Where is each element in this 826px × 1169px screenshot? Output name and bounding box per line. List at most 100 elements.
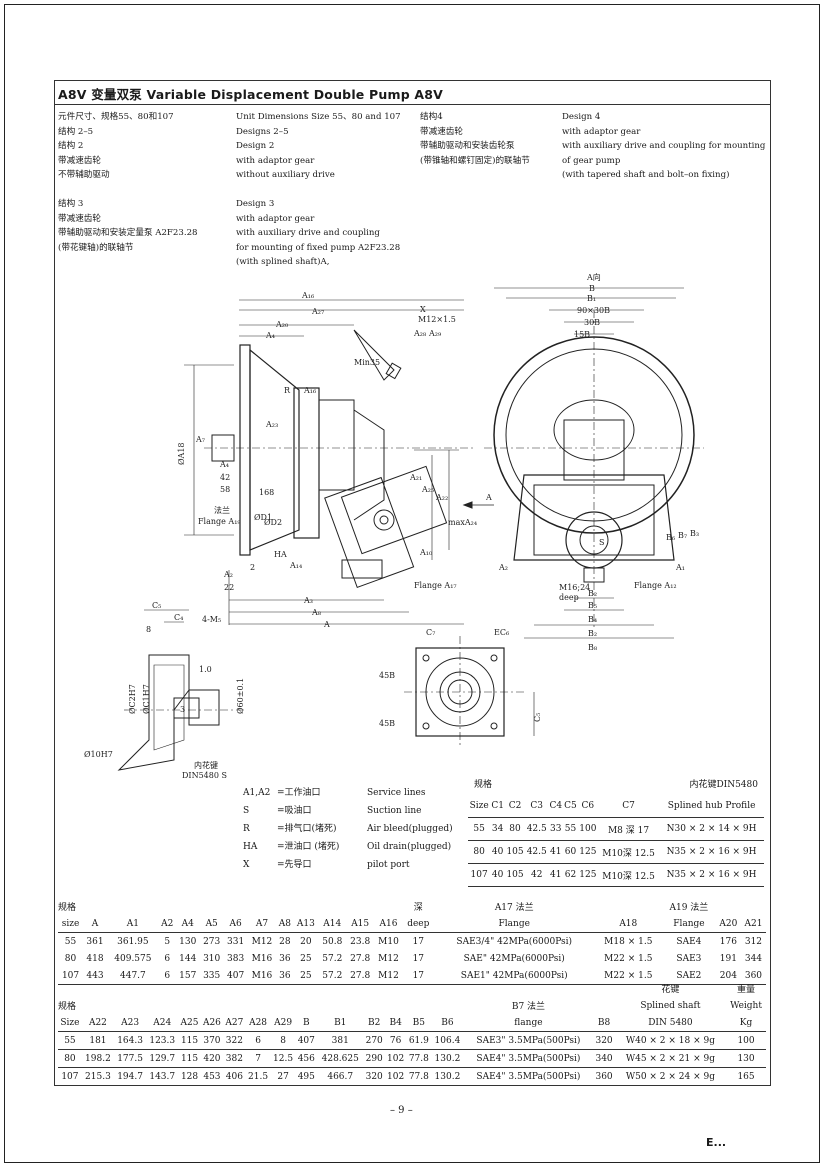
label-30b: 30B	[584, 318, 600, 327]
label-58: 58	[220, 485, 230, 494]
label-22: 22	[224, 583, 234, 592]
label-a8: A₈	[311, 608, 321, 617]
label-flange-a19: Flange A₁₉	[198, 517, 241, 526]
page-border	[4, 4, 820, 1163]
label-min35: Min35	[354, 358, 380, 367]
label-c5: C₅	[152, 601, 161, 610]
label-c5-flange: C₅	[533, 713, 542, 722]
flange-view	[404, 636, 535, 748]
label-spline-zh: 内花键	[194, 760, 218, 770]
label-15b: 15B	[574, 330, 590, 339]
label-view-a: A向	[586, 272, 601, 282]
spline-table-label: 规格	[474, 780, 493, 790]
label-a20: A₂₀	[275, 320, 288, 329]
label-a14: A₁₄	[289, 561, 302, 570]
label-b3: B₃	[690, 529, 699, 538]
desc-en-design2: Unit Dimensions Size 55、80 and 107 Desig…	[236, 112, 401, 181]
label-45b-top: 45B	[379, 671, 395, 680]
label-m16: M16;24	[559, 583, 590, 592]
label-d1: ØD1	[254, 513, 272, 522]
brand-logo: E...	[706, 1136, 727, 1149]
label-c7: C₇	[426, 628, 435, 637]
label-a1-right: A₁	[675, 563, 685, 572]
desc-en-design3: Design 3 with adaptor gear with auxiliar…	[236, 199, 401, 268]
label-1-0: 1.0	[199, 665, 212, 674]
label-a29: A₂₉	[428, 329, 442, 338]
desc-zh-design4: 结构4 带减速齿轮 带辅助驱动和安装齿轮泵 (带锥轴和螺钉固定)的联轴节	[420, 112, 530, 166]
label-d10h7: Ø10H7	[84, 750, 113, 759]
desc-en-design4: Design 4 with adaptor gear with auxiliar…	[562, 112, 766, 181]
label-a3: A₃	[303, 596, 313, 605]
label-b4: B₄	[588, 615, 597, 624]
label-b2: B₂	[588, 629, 597, 638]
label-b5: B₅	[588, 601, 597, 610]
label-a2: A₂	[223, 570, 233, 579]
label-flange-zh: 法兰	[214, 505, 230, 515]
label-c6: EC₆	[494, 628, 509, 637]
label-flange-a12: Flange A₁₂	[634, 581, 677, 590]
label-flange-a17: Flange A₁₇	[414, 581, 457, 590]
front-view	[484, 287, 704, 639]
flange-labels: C₇ EC₆ 45B 45B C₅	[379, 628, 542, 728]
front-view-labels: A向 B B₁ 90×30B 30B 15B S A₂ A₁ M16;24 de…	[498, 272, 699, 652]
label-42: 42	[220, 473, 230, 482]
legend-row: R=排气口(堵死)Air bleed(plugged)	[243, 824, 453, 834]
label-a2-right: A₂	[498, 563, 508, 572]
dimension-table-b: 花键 重量 规格 B7 法兰 Splined shaft Weight Size…	[58, 980, 766, 1086]
label-b1: B₁	[587, 294, 596, 303]
label-a28: A₂₈	[413, 329, 426, 338]
label-a23: A₂₃	[265, 420, 278, 429]
spline-labels: C₅ C₄ 4-M₅ 8 1.0 3 ØC2H7 ØC1H7 Ø60±0.1 Ø…	[84, 601, 245, 780]
label-maxa24: maxA₂₄	[448, 518, 477, 527]
label-4m5: 4-M₅	[202, 615, 221, 624]
legend-row: HA=泄油口 (堵死)Oil drain(plugged)	[243, 842, 452, 852]
spline-section	[117, 609, 244, 771]
label-3: 3	[180, 705, 185, 714]
label-b: B	[589, 284, 595, 293]
label-s: S	[599, 538, 604, 547]
label-a7: A₇	[195, 435, 205, 444]
desc-zh-design2: 元件尺寸、规格55、80和107 结构 2–5 结构 2 带减速齿轮 不带辅助驱…	[58, 112, 174, 181]
label-a4: A₄	[265, 331, 275, 340]
label-2: 2	[250, 563, 255, 572]
label-90x30b: 90×30B	[577, 306, 610, 315]
title-divider	[54, 104, 771, 105]
label-c2h7: ØC2H7	[128, 684, 137, 714]
label-a22: A₂₂	[435, 493, 448, 502]
label-arrow-a: A	[485, 493, 492, 502]
side-view-labels: A₁₆ A₂₇ A₂₀ A₄ X M12×1.5 A₂₈ A₂₉ Min35 R…	[177, 291, 492, 629]
label-8: 8	[146, 625, 151, 634]
label-d60: Ø60±0.1	[236, 678, 245, 714]
label-a27: A₂₇	[311, 307, 324, 316]
label-b7: B₇	[678, 531, 687, 540]
label-deep: deep	[559, 593, 579, 602]
label-din5480: DIN5480 S	[182, 771, 227, 780]
label-a10: A₁₀	[419, 548, 432, 557]
content-frame	[54, 80, 771, 1086]
label-a: A	[323, 620, 330, 629]
label-x: X	[420, 305, 426, 314]
label-c4: C₄	[174, 613, 183, 622]
page-title: A8V 变量双泵 Variable Displacement Double Pu…	[58, 87, 444, 102]
label-ha: HA	[274, 550, 287, 559]
label-168: 168	[259, 488, 274, 497]
technical-drawing: A₁₆ A₂₇ A₂₀ A₄ X M12×1.5 A₂₈ A₂₉ Min35 R…	[84, 272, 704, 780]
side-view	[184, 299, 494, 625]
spline-table-profile: 内花键DIN5480	[689, 780, 758, 790]
page-number: – 9 –	[390, 1105, 413, 1116]
label-b6: B₆	[666, 533, 675, 542]
desc-zh-design3: 结构 3 带减速齿轮 带辅助驱动和安装定量泵 A2F23.28 (带花键轴)的联…	[58, 199, 198, 253]
